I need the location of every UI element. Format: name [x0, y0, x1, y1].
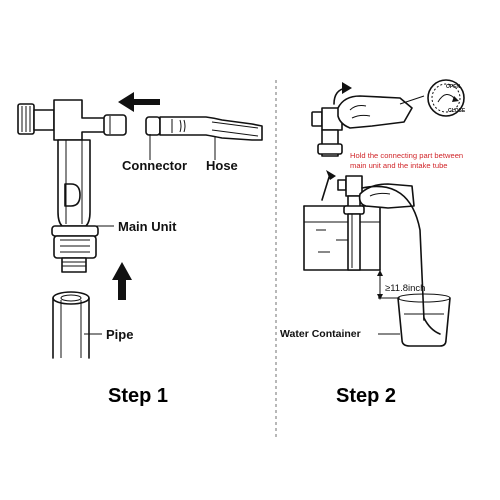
t-body: [53, 99, 107, 141]
connector-label: Connector: [122, 158, 187, 173]
open-close-dial: OPEN CLOSE: [427, 79, 466, 117]
arrow-left-icon: [118, 92, 160, 112]
pipe-top: [52, 291, 90, 305]
water-container-label: Water Container: [280, 328, 361, 340]
arrow-up-icon: [112, 262, 132, 300]
step2-panel: OPEN CLOSE Hold the connecting part betw…: [280, 79, 466, 407]
instruction-line2: main unit and the intake tube: [350, 161, 448, 170]
hose-label: Hose: [206, 158, 238, 173]
unit-in-tank-illustration: [337, 175, 425, 321]
dial-close-label: CLOSE: [448, 108, 466, 114]
hose-illustration: [145, 116, 263, 141]
hand-turning-illustration: [311, 82, 425, 157]
tank-outline: [303, 205, 381, 271]
threaded-end: [61, 257, 87, 273]
pipe-illustration: [52, 291, 90, 359]
step2-title: Step 2: [336, 385, 396, 407]
main-body: [57, 139, 91, 227]
dial-open-label: OPEN: [446, 84, 461, 90]
step2-knob: [311, 111, 323, 127]
pipe-label: Pipe: [106, 327, 133, 342]
hand-side: [358, 183, 415, 209]
height-label: ≥11.8inch: [385, 283, 425, 294]
collar-ring-lower: [53, 235, 97, 259]
hand-top: [337, 95, 413, 129]
step1-title: Step 1: [108, 385, 168, 407]
up-down-arrow-icon: [318, 170, 336, 204]
beaker: [397, 297, 451, 347]
height-dimension: [377, 270, 400, 300]
intake-tube: [347, 213, 361, 271]
instruction-line1: Hold the connecting part between: [350, 151, 463, 160]
step2-hose: [361, 185, 425, 321]
d-marking-icon: [64, 183, 81, 207]
hose-end-cap: [145, 116, 161, 136]
step1-panel: Connector Hose Main Unit Pipe Step 1: [17, 92, 263, 407]
hose-tube: [159, 116, 263, 141]
main-unit-label: Main Unit: [118, 219, 177, 234]
dial-arrow-icon: [452, 96, 459, 102]
main-unit-illustration: [17, 99, 127, 273]
collar-ring-upper: [51, 225, 99, 237]
outlet-nozzle: [103, 114, 127, 136]
water-container-illustration: [397, 293, 451, 347]
valve-neck: [33, 109, 55, 131]
